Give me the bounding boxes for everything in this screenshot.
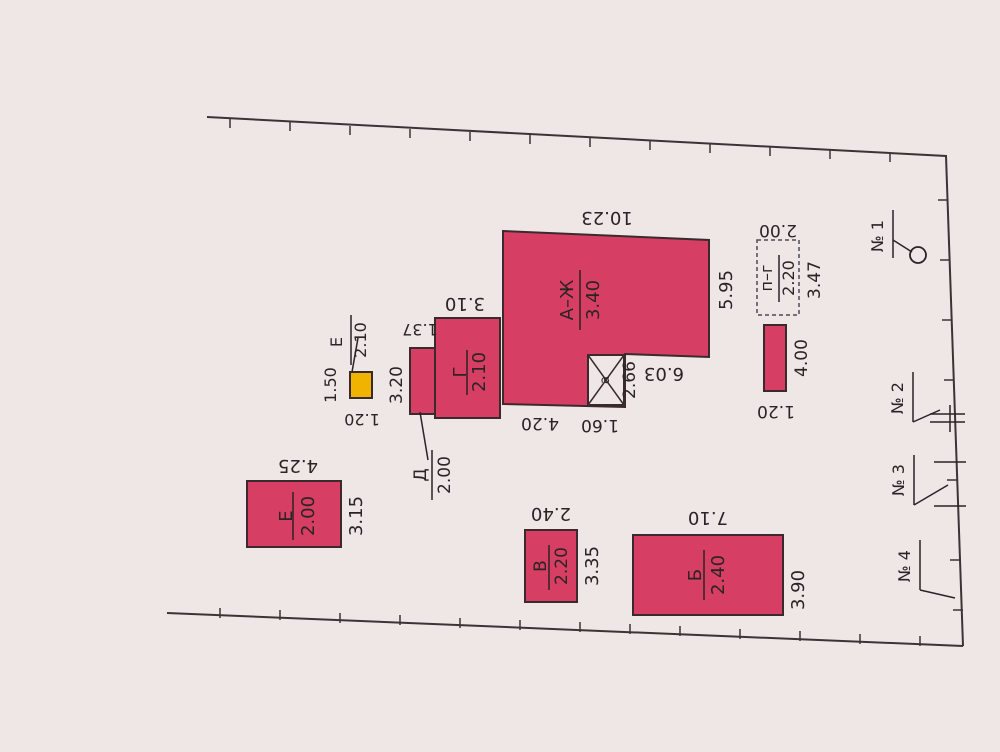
building-v bbox=[524, 529, 578, 603]
building-b-name: Б bbox=[685, 569, 706, 581]
porch-a-name: а bbox=[598, 376, 613, 384]
building-ye-name: Е bbox=[276, 510, 297, 521]
boundary-ticks bbox=[219, 119, 963, 646]
porch-a-dim-1: 1.60 bbox=[581, 415, 619, 435]
building-v-name: В bbox=[531, 560, 551, 572]
building-small-right-dim: 4.00 bbox=[792, 339, 812, 377]
porch-a-dim-2: 2.66 bbox=[620, 361, 640, 399]
marker-1-leader bbox=[892, 239, 913, 253]
building-v-height: 2.20 bbox=[552, 547, 572, 585]
building-d bbox=[409, 347, 436, 415]
building-g-height: 2.10 bbox=[469, 352, 490, 392]
building-small-bottom-dim: 1.20 bbox=[757, 401, 795, 421]
cellar-pg-top-dim: 2.00 bbox=[759, 220, 797, 240]
building-d-leader bbox=[419, 411, 429, 461]
cellar-pg-height: 2.20 bbox=[779, 260, 798, 296]
marker-2-leader bbox=[912, 409, 941, 423]
cellar-pg-right-dim: 3.47 bbox=[805, 261, 825, 299]
building-a-zh-top-dim: 10.23 bbox=[581, 207, 633, 228]
marker-4-leader bbox=[919, 589, 956, 599]
building-ye-top-dim: 4.25 bbox=[278, 455, 318, 476]
building-b-height: 2.40 bbox=[708, 555, 729, 595]
shed-e-leader bbox=[351, 337, 359, 373]
shed-e-bottom-dim: 1.20 bbox=[344, 410, 380, 429]
building-d-height: 2.00 bbox=[435, 456, 455, 494]
building-g-name: Г bbox=[450, 367, 471, 378]
shed-e-left-dim: 1.50 bbox=[321, 367, 340, 403]
building-g-bottom-dim: 4.20 bbox=[521, 413, 559, 433]
marker-2: № 2 bbox=[888, 372, 965, 432]
building-a-zh-height: 3.40 bbox=[583, 280, 604, 320]
marker-4-label: № 4 bbox=[895, 550, 914, 582]
building-b bbox=[632, 534, 784, 616]
shed-e bbox=[349, 371, 373, 399]
building-d-name: Д bbox=[411, 468, 431, 481]
marker-3: № 3 bbox=[889, 455, 966, 507]
building-a-zh-name: А–Ж bbox=[557, 279, 578, 320]
shed-e-name: Е bbox=[327, 337, 346, 347]
marker-1: № 1 bbox=[868, 210, 927, 264]
building-g-left-dim: 1.37 bbox=[402, 320, 438, 339]
marker-1-label: № 1 bbox=[868, 220, 887, 252]
building-v-right-dim: 3.35 bbox=[582, 546, 603, 586]
plot-boundary bbox=[166, 116, 964, 647]
building-v-top-dim: 2.40 bbox=[531, 503, 571, 524]
building-b-top-dim: 7.10 bbox=[688, 507, 728, 528]
cellar-pg-name: п–г bbox=[757, 265, 776, 292]
building-a-zh-bottom-dim: 6.03 bbox=[644, 363, 684, 384]
building-a-zh-right-dim: 5.95 bbox=[716, 270, 737, 310]
marker-1-well-icon bbox=[909, 246, 927, 264]
building-g-top-dim: 3.10 bbox=[445, 293, 485, 314]
building-ye-right-dim: 3.15 bbox=[346, 496, 367, 536]
porch-a-cross-2 bbox=[587, 354, 625, 406]
marker-3-label: № 3 bbox=[889, 464, 908, 496]
building-ye bbox=[246, 480, 342, 548]
building-ye-height: 2.00 bbox=[298, 496, 319, 536]
marker-4: № 4 bbox=[895, 540, 956, 599]
shed-e-height: 2.10 bbox=[351, 322, 370, 358]
building-d-width: 3.20 bbox=[387, 366, 407, 404]
cellar-pg bbox=[756, 239, 800, 316]
marker-3-leader bbox=[913, 484, 949, 506]
building-small bbox=[763, 324, 787, 392]
marker-2-label: № 2 bbox=[888, 382, 907, 414]
building-b-right-dim: 3.90 bbox=[788, 570, 809, 610]
